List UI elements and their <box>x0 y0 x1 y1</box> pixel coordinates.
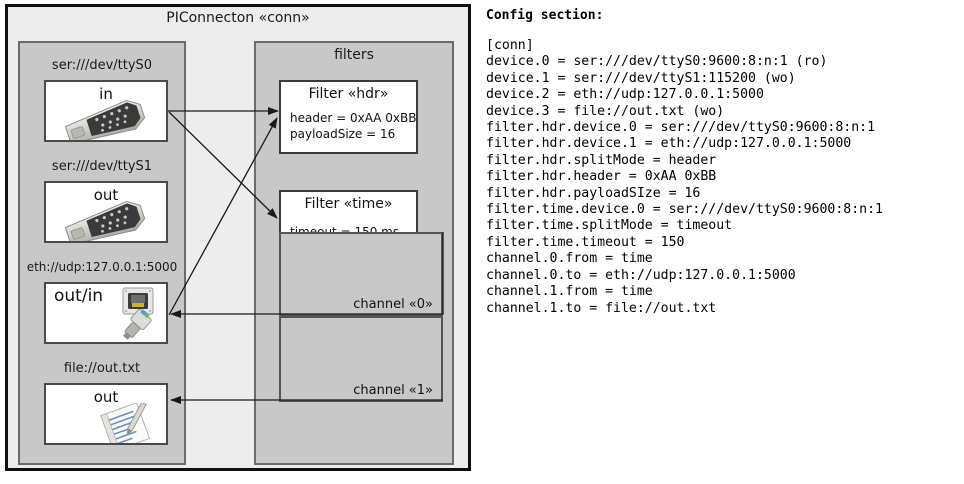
ethernet-plug-icon <box>110 286 166 342</box>
config-line: device.3 = file://out.txt (wo) <box>486 103 725 119</box>
config-text: [conn]device.0 = ser:///dev/ttyS0:9600:8… <box>486 38 883 317</box>
config-line: filter.hdr.device.1 = eth://udp:127.0.0.… <box>486 136 852 152</box>
device-direction-out: out <box>93 186 119 204</box>
config-line: filter.hdr.device.0 = ser:///dev/ttyS0:9… <box>486 120 876 136</box>
config-line: filter.hdr.splitMode = header <box>486 152 717 168</box>
config-line: device.2 = eth://udp:127.0.0.1:5000 <box>486 87 764 103</box>
connector-diagram: PIConnecton «conn» filters ser:///dev/tt… <box>0 0 478 484</box>
config-line: filter.hdr.payloadSIze = 16 <box>486 185 701 201</box>
config-line: [conn] <box>486 38 534 53</box>
channel-0-label: channel «0» <box>353 297 433 312</box>
filter-hdr-attr-header: header = 0xAA 0xBB <box>290 111 417 125</box>
filters-group-title: filters <box>334 47 374 63</box>
filter-time-title: Filter «time» <box>304 196 393 212</box>
device-label-ttys0: ser:///dev/ttyS0 <box>51 58 153 73</box>
config-line: channel.0.from = time <box>486 251 653 267</box>
config-section: Config section: [conn]device.0 = ser:///… <box>484 0 964 484</box>
config-line: device.1 = ser:///dev/ttyS1:115200 (wo) <box>486 70 796 86</box>
serial-port-icon <box>59 193 154 241</box>
config-line: channel.0.to = eth://udp:127.0.0.1:5000 <box>486 267 796 283</box>
device-label-eth: eth://udp:127.0.0.1:5000 <box>26 260 178 274</box>
device-box-file[interactable]: out <box>44 383 168 445</box>
device-direction-out-file: out <box>93 388 119 406</box>
config-line: device.0 = ser:///dev/ttyS0:9600:8:n:1 (… <box>486 54 828 70</box>
config-line: channel.1.to = file://out.txt <box>486 300 717 316</box>
text-file-icon <box>98 401 160 443</box>
serial-port-icon <box>59 92 154 140</box>
piconnecton-title: PIConnecton «conn» <box>166 10 310 26</box>
filter-hdr-title: Filter «hdr» <box>308 86 389 102</box>
device-box-ttys1[interactable]: out <box>44 181 168 243</box>
config-line: channel.1.from = time <box>486 284 653 300</box>
channel-1-label: channel «1» <box>353 383 433 398</box>
filter-box-hdr[interactable]: Filter «hdr» header = 0xAA 0xBB payloadS… <box>279 80 418 154</box>
device-label-file: file://out.txt <box>63 361 141 376</box>
config-line: filter.time.splitMode = timeout <box>486 218 733 234</box>
config-line: filter.time.device.0 = ser:///dev/ttyS0:… <box>486 202 883 218</box>
device-box-ttys0[interactable]: in <box>44 80 168 142</box>
filter-hdr-attr-payloadsize: payloadSize = 16 <box>290 127 396 141</box>
channel-box-1[interactable]: channel «1» <box>279 316 443 402</box>
config-line: filter.time.timeout = 150 <box>486 234 685 250</box>
device-label-ttys1: ser:///dev/ttyS1 <box>51 159 153 174</box>
channel-box-0[interactable]: channel «0» <box>279 232 443 316</box>
device-direction-in: in <box>99 85 113 103</box>
config-heading: Config section: <box>486 8 604 23</box>
device-box-eth[interactable]: out/in <box>44 282 168 344</box>
config-line: filter.hdr.header = 0xAA 0xBB <box>486 169 717 185</box>
device-direction-outin: out/in <box>54 286 104 306</box>
